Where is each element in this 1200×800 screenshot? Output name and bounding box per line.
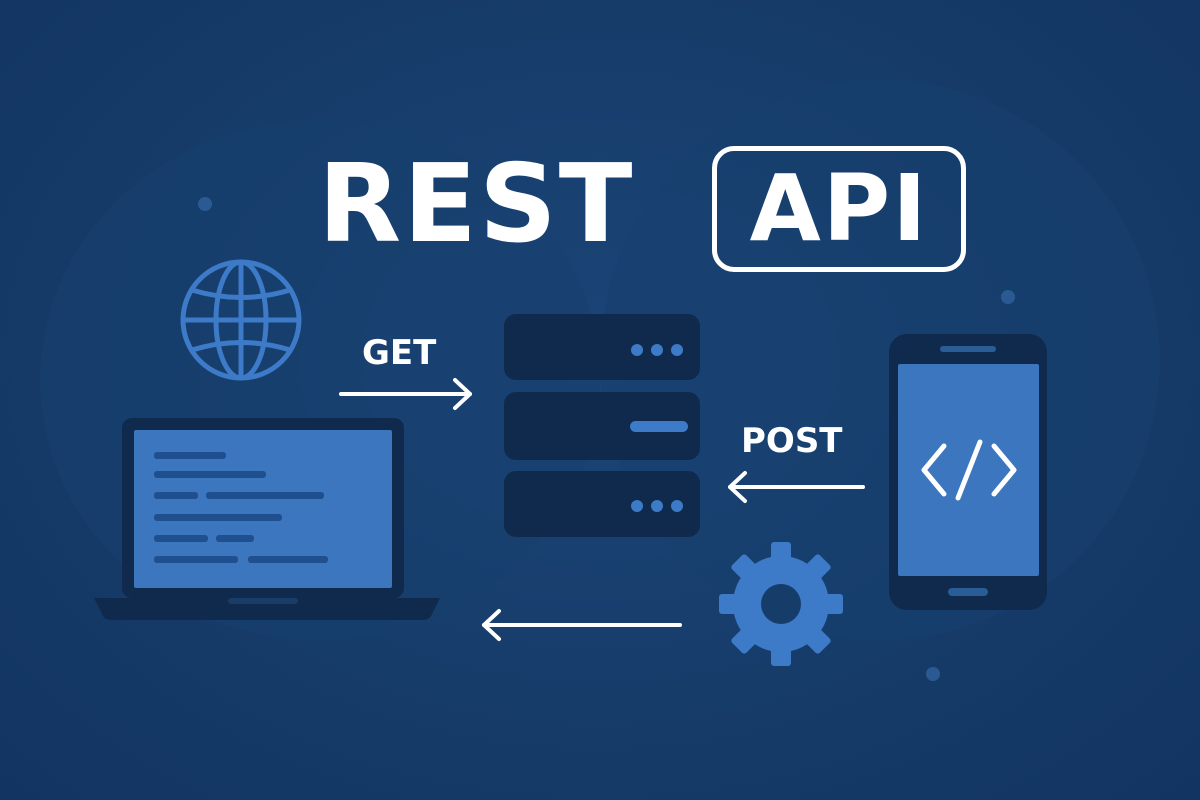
- get-method-label: GET: [362, 333, 437, 373]
- globe-icon: [180, 259, 302, 381]
- server-light: [671, 344, 683, 356]
- server-unit-middle: [504, 392, 700, 460]
- title-api-badge: API: [712, 146, 966, 272]
- phone-speaker: [940, 346, 996, 352]
- server-light: [631, 344, 643, 356]
- server-light: [671, 500, 683, 512]
- post-method-label: POST: [741, 421, 843, 461]
- laptop-screen: [134, 430, 392, 588]
- server-light: [631, 500, 643, 512]
- server-light: [651, 344, 663, 356]
- server-icon: [504, 314, 700, 537]
- laptop-base: [94, 598, 440, 620]
- decor-dot: [1001, 290, 1015, 304]
- post-arrow: [728, 471, 865, 503]
- code-lines: [154, 452, 328, 563]
- gear-hole: [761, 584, 801, 624]
- smartphone-icon: [889, 334, 1047, 610]
- server-light: [651, 500, 663, 512]
- laptop-notch: [228, 598, 298, 604]
- gear-icon: [719, 542, 843, 666]
- title-rest: REST: [318, 142, 635, 267]
- phone-home-button: [948, 588, 988, 596]
- server-unit-top: [504, 314, 700, 380]
- code-brackets-icon: [921, 439, 1017, 501]
- laptop-icon: [94, 418, 440, 620]
- decor-dot: [926, 667, 940, 681]
- decor-dot: [198, 197, 212, 211]
- server-unit-bottom: [504, 471, 700, 537]
- server-slot: [630, 421, 688, 432]
- response-arrow: [482, 609, 682, 641]
- get-arrow: [339, 378, 472, 410]
